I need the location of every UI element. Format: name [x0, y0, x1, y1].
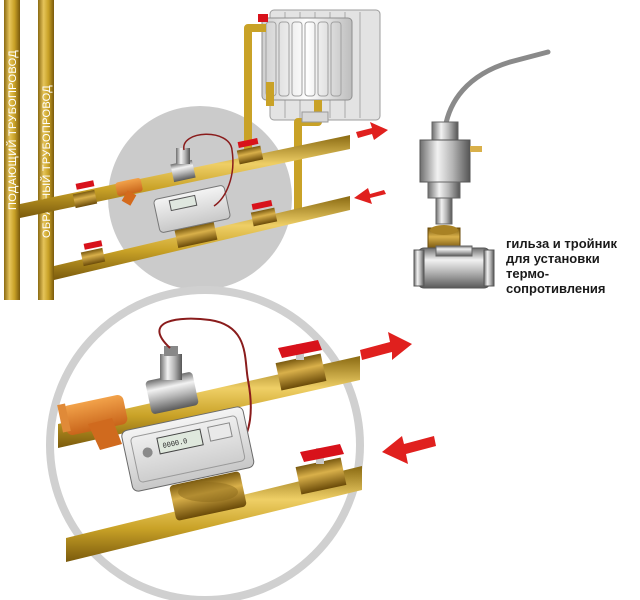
temp-sensor-tee-small	[170, 148, 196, 183]
flow-arrow-in-upper	[354, 188, 386, 204]
strainer-filter	[57, 394, 128, 450]
radiator-front	[261, 17, 353, 101]
flow-arrow-in	[382, 436, 436, 464]
caption-line-3: термо-	[506, 266, 550, 281]
heat-meter-small	[153, 185, 231, 248]
caption-line-2: для установки	[506, 251, 600, 266]
sensor-tee-fitting	[413, 225, 495, 289]
heat-meter: 0000.0	[121, 406, 255, 521]
sensor-cable-small	[183, 133, 234, 207]
ball-valve-return-left	[80, 240, 106, 267]
temp-sensor-tee	[145, 346, 199, 414]
radiator-valve-handle	[258, 14, 268, 22]
return-riser	[38, 0, 54, 300]
thermal-resistance-sensor-assembly	[413, 49, 551, 289]
meter-button-icon	[142, 447, 153, 458]
flow-arrow-out	[360, 332, 412, 360]
sensor-cable	[158, 317, 252, 447]
supply-riser	[4, 0, 20, 300]
caption-line-1: гильза и тройник	[506, 236, 617, 251]
caption-line-4: сопротивления	[506, 281, 606, 296]
return-pipe-label: ОБРАТНЫЙ ТРУБОПРОВОД	[40, 85, 53, 238]
sensor-wire	[441, 49, 551, 141]
flow-arrow-out-upper	[356, 122, 388, 140]
strainer-filter-small	[115, 178, 143, 206]
supply-pipe-label: ПОДАЮЩИЙ ТРУБОПРОВОД	[6, 50, 19, 210]
radiator-supply-connector	[244, 24, 266, 150]
sensor-caption: гильза и тройник для установки термо- со…	[506, 236, 638, 296]
ball-valve-supply-left	[72, 180, 98, 209]
return-pipe-detail	[66, 466, 362, 562]
meter-lcd	[156, 428, 204, 455]
ball-valve-supply	[275, 340, 327, 391]
ball-valve-return	[295, 444, 347, 495]
ball-valve-supply-right	[236, 137, 264, 165]
ball-valve-return-right	[250, 199, 278, 227]
